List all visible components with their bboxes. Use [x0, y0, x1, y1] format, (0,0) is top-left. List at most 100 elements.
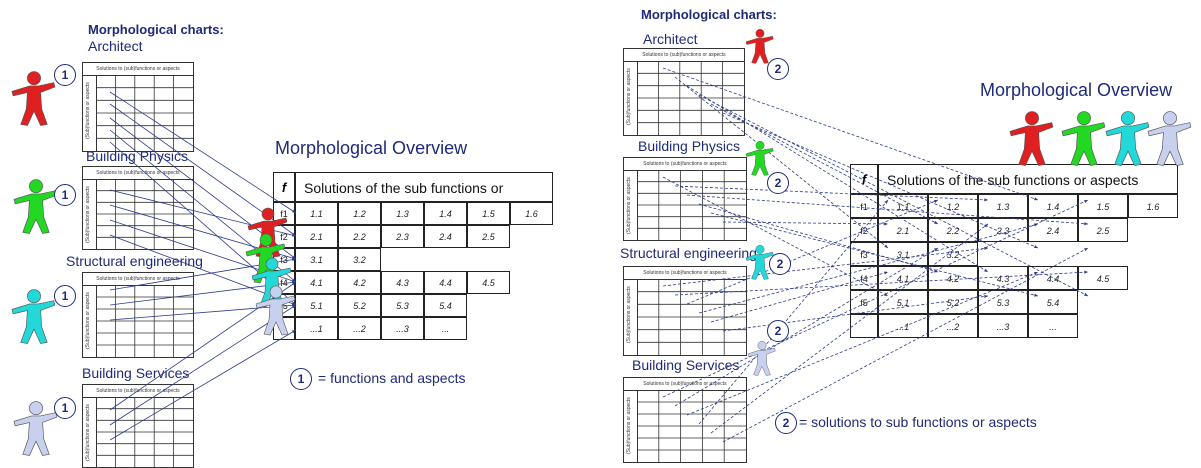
overview-cell: 4.3 — [381, 271, 424, 294]
arrowhead-icon — [884, 244, 888, 248]
overview-cell: 3.1 — [295, 248, 338, 271]
right-link-line — [710, 212, 1039, 297]
right-mini-chart-0: Solutions to (sub)functions or aspects(S… — [623, 48, 745, 136]
right-link-line — [722, 221, 889, 225]
right-badge-icon-1: 2 — [767, 172, 789, 194]
right-mini-chart-1: Solutions to (sub)functions or aspects(S… — [623, 157, 747, 241]
arrowhead-icon — [292, 233, 296, 237]
overview-cell: 5.4 — [1028, 290, 1078, 314]
overview-cell: 1.4 — [1028, 194, 1078, 218]
left-chart-label-services: Building Services — [82, 365, 190, 381]
overview-cell: 2.1 — [878, 218, 928, 242]
arrowhead-icon — [1084, 248, 1088, 252]
overview-cell: 1.1 — [295, 202, 338, 225]
left-chart-label-building-physics: Building Physics — [86, 148, 188, 164]
right-link-line — [686, 199, 939, 305]
overview-cell: 1.5 — [467, 202, 510, 225]
overview-f-header: f — [850, 164, 878, 194]
overview-cell: 2.2 — [338, 225, 381, 248]
right-link-line — [674, 185, 989, 201]
right-link-line — [686, 85, 989, 273]
right-badge-icon-2: 2 — [769, 253, 791, 275]
left-mini-chart-1: Solutions to (sub)functions or aspects(S… — [82, 166, 194, 250]
left-badge-icon-3: 1 — [54, 397, 76, 419]
arrowhead-icon — [1034, 197, 1038, 201]
right-person-icon-0 — [745, 28, 774, 64]
overview-cell: 1.2 — [338, 202, 381, 225]
overview-cell: ...2 — [928, 314, 978, 338]
right-overview-person-icon-2 — [1105, 111, 1150, 166]
right-link-line — [662, 67, 1039, 201]
overview-cell: ... — [1028, 314, 1078, 338]
left-person-icon-2 — [11, 289, 56, 344]
overview-row-label: f5 — [850, 290, 878, 314]
arrowhead-icon — [292, 258, 296, 262]
arrowhead-icon — [1034, 271, 1038, 275]
right-link-line — [662, 176, 889, 297]
overview-cell: 4.4 — [1028, 266, 1078, 290]
overview-cell: 2.4 — [424, 225, 467, 248]
overview-cell: ...1 — [295, 317, 338, 340]
arrowhead-icon — [884, 292, 888, 296]
overview-cell: 4.1 — [295, 271, 338, 294]
overview-cell: ... — [424, 317, 467, 340]
arrowhead-icon — [1084, 292, 1088, 296]
arrowhead-icon — [884, 222, 888, 226]
overview-cell: 4.2 — [338, 271, 381, 294]
arrowhead-icon — [1034, 245, 1038, 248]
right-link-line — [722, 295, 989, 332]
legend-badge: 1 — [290, 368, 312, 390]
mini-chart-header: Solutions to (sub)functions or aspects — [83, 63, 193, 76]
left-link-line — [109, 304, 297, 321]
arrowhead-icon — [984, 198, 988, 202]
right-link-line — [710, 223, 989, 434]
overview-cell: 1.6 — [1128, 194, 1178, 218]
arrowhead-icon — [884, 271, 888, 275]
overview-cell: 5.2 — [928, 290, 978, 314]
overview-row-label: f2 — [850, 218, 878, 242]
left-person-icon-1 — [13, 179, 58, 234]
left-mini-chart-0: Solutions to (sub)functions or aspects(S… — [82, 62, 194, 152]
left-link-line — [109, 304, 297, 426]
left-badge-icon-0: 1 — [54, 64, 76, 86]
overview-cell: 3.2 — [338, 248, 381, 271]
legend-text: = functions and aspects — [318, 370, 466, 386]
left-link-line — [109, 141, 297, 306]
overview-header: Solutions of the sub functions or aspect… — [295, 172, 553, 226]
overview-cell: 1.3 — [381, 202, 424, 225]
right-link-line — [698, 94, 1089, 297]
right-link-line — [710, 271, 889, 323]
right-link-line — [698, 199, 889, 425]
right-link-line — [710, 103, 939, 225]
right-person-icon-2 — [745, 244, 774, 280]
overview-cell: 5.2 — [338, 294, 381, 317]
legend-text: = solutions to sub functions or aspects — [799, 414, 1037, 430]
left-chart-label-architect: Architect — [88, 38, 143, 54]
mini-chart-header: Solutions to (sub)functions or aspects — [624, 378, 746, 391]
right-overview-person-icon-0 — [1009, 111, 1054, 166]
right-link-line — [722, 247, 1089, 443]
overview-cell: 4.5 — [1078, 266, 1128, 290]
overview-cell: 1.4 — [424, 202, 467, 225]
right-link-line — [674, 76, 889, 249]
arrowhead-icon — [934, 199, 938, 203]
right-charts-header: Morphological charts: — [641, 7, 777, 22]
arrowhead-icon — [1084, 200, 1088, 203]
arrowhead-icon — [934, 248, 938, 252]
overview-cell: ...3 — [381, 317, 424, 340]
overview-f-header: f — [273, 172, 295, 202]
left-badge-icon-1: 1 — [54, 184, 76, 206]
overview-cell: 2.5 — [1078, 218, 1128, 242]
right-link-line — [662, 199, 1089, 398]
overview-cell: 4.4 — [424, 271, 467, 294]
overview-cell: 5.4 — [424, 294, 467, 317]
overview-cell: 5.3 — [978, 290, 1028, 314]
arrowhead-icon — [1034, 293, 1038, 297]
right-link-line — [686, 271, 1039, 416]
right-chart-label-structural: Structural engineering — [620, 245, 757, 261]
overview-cell: 1.6 — [510, 202, 553, 225]
right-link-line — [674, 247, 939, 407]
arrowhead-icon — [292, 209, 296, 213]
